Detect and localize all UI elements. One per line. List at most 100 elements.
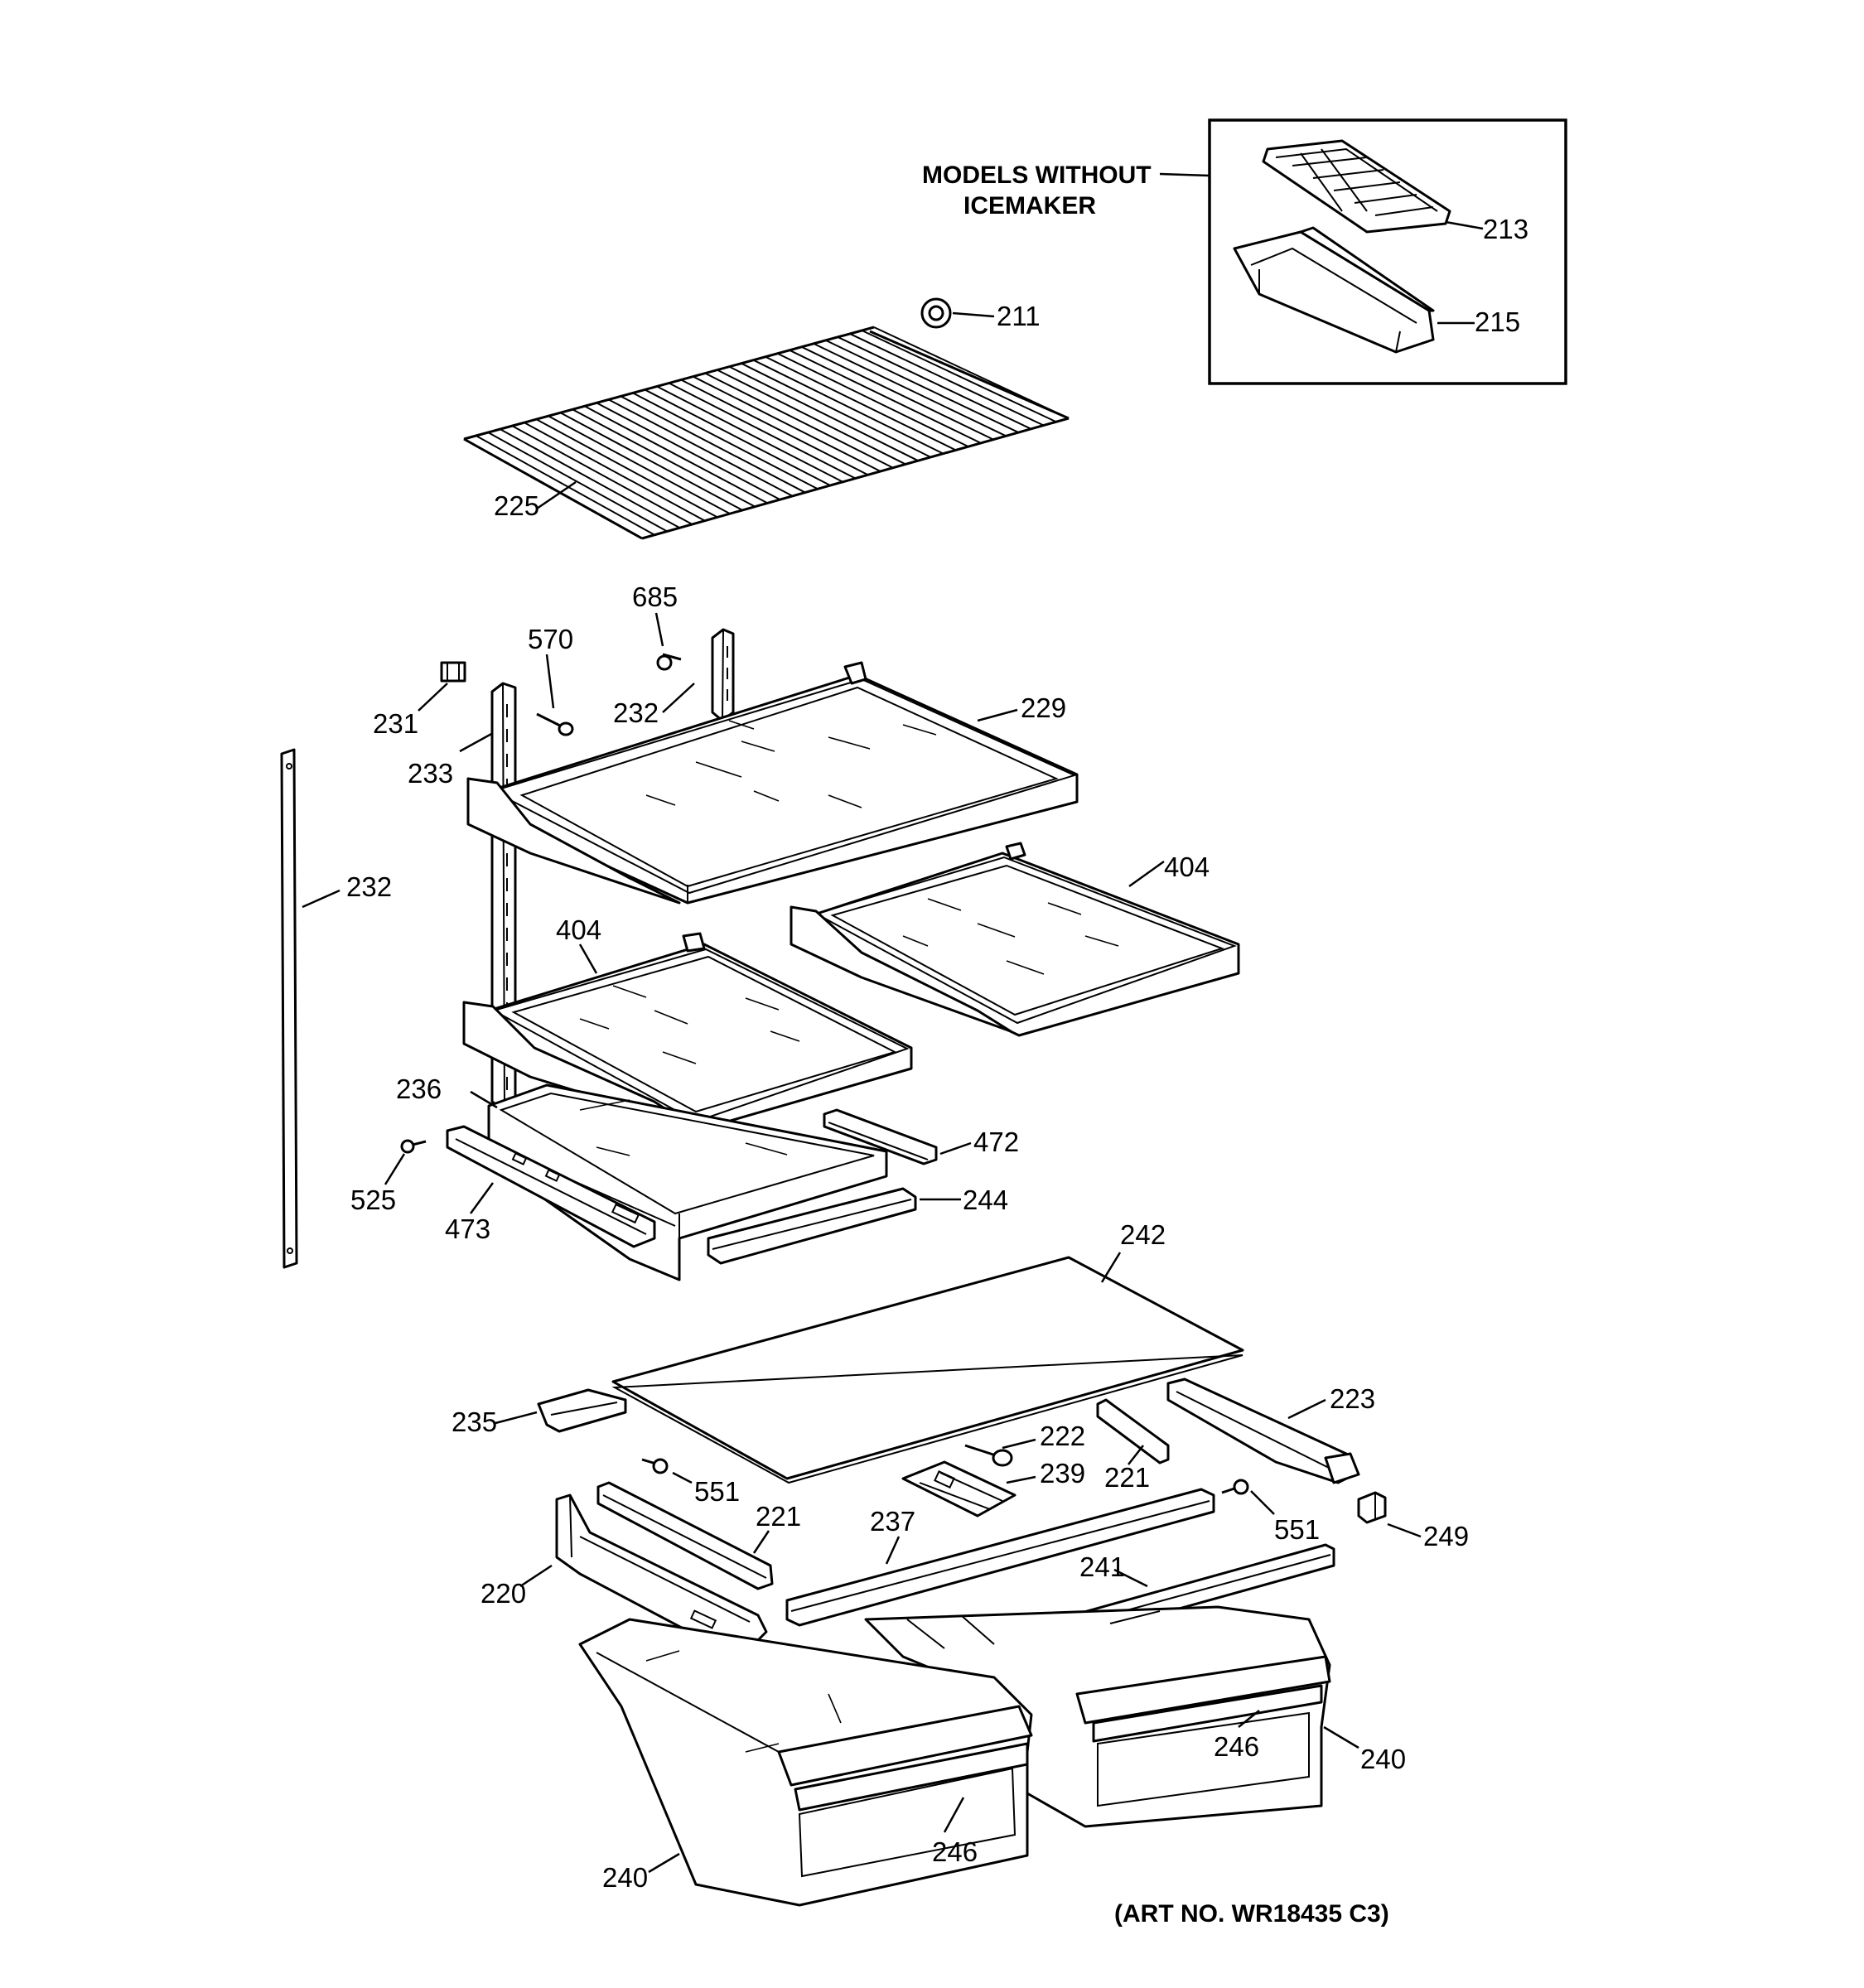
label-685: 685: [632, 581, 678, 612]
shelf-wire: [596, 402, 781, 500]
label-240-right: 240: [1360, 1744, 1406, 1774]
shelf-wire: [777, 352, 969, 448]
cover-front-237: [785, 1488, 1215, 1627]
clip-231: [440, 661, 466, 683]
ice-tray-213: [1262, 139, 1451, 234]
shelf-wire: [559, 412, 743, 511]
screw-570: [536, 712, 574, 736]
leader-525: [384, 1153, 406, 1185]
drawer-236: [487, 1083, 888, 1281]
shelf-wire: [789, 349, 982, 444]
label-235: 235: [452, 1407, 497, 1437]
shelf-wire: [620, 395, 806, 494]
bracket-239: [901, 1460, 1017, 1518]
label-211: 211: [997, 301, 1041, 331]
label-232-top: 232: [613, 697, 659, 728]
wire-shelf-225: [463, 326, 1070, 540]
leader-225: [536, 480, 577, 510]
art-number: (ART NO. WR18435 C3): [1114, 1900, 1389, 1928]
label-473: 473: [445, 1214, 490, 1244]
shelf-wire: [704, 372, 894, 469]
leader-240-left: [648, 1852, 680, 1874]
ice-bin-215: [1233, 226, 1435, 354]
label-249: 249: [1423, 1521, 1469, 1551]
label-215: 215: [1475, 306, 1520, 337]
label-236: 236: [396, 1074, 442, 1104]
inset-title-leader: [1159, 172, 1210, 177]
leader-570: [545, 654, 555, 709]
shelf-wires: [463, 326, 1070, 539]
shelf-wire: [669, 382, 856, 480]
label-220: 220: [480, 1578, 526, 1609]
screw-551-right: [1221, 1479, 1249, 1495]
leader-551-left: [672, 1471, 693, 1484]
label-551-left: 551: [694, 1476, 740, 1507]
label-244: 244: [963, 1185, 1008, 1215]
shelf-wire: [644, 388, 831, 486]
shelf-wire: [572, 408, 756, 508]
label-229: 229: [1021, 692, 1066, 723]
label-237: 237: [870, 1506, 915, 1537]
drawer-handle-244: [707, 1187, 917, 1265]
leader-246-left: [943, 1797, 965, 1833]
label-231: 231: [373, 708, 418, 739]
label-404-left: 404: [556, 914, 601, 945]
screw-551-left: [641, 1458, 669, 1474]
shelf-wire: [463, 438, 643, 539]
leader-404-right: [1128, 860, 1165, 888]
trim-strip-232: [280, 748, 298, 1269]
label-472: 472: [973, 1127, 1019, 1157]
leader-472: [939, 1141, 972, 1156]
shelf-wire: [524, 422, 706, 522]
shelf-wire: [813, 342, 1007, 437]
leader-213: [1445, 220, 1484, 230]
leader-221-right: [1128, 1445, 1144, 1465]
label-240-left: 240: [602, 1862, 648, 1893]
shelf-wire: [535, 418, 718, 519]
label-404-right: 404: [1164, 852, 1210, 882]
label-223: 223: [1330, 1383, 1375, 1414]
clip-249: [1357, 1491, 1387, 1524]
label-246-right: 246: [1214, 1731, 1259, 1762]
shelf-wire: [476, 435, 655, 536]
label-213: 213: [1483, 214, 1528, 244]
shelf-wire: [511, 425, 693, 525]
screw-525: [400, 1139, 427, 1154]
label-525: 525: [350, 1185, 396, 1215]
leader-232-top: [662, 683, 695, 713]
leader-233: [459, 731, 494, 753]
label-221-right: 221: [1104, 1462, 1150, 1493]
leader-551-right: [1250, 1490, 1275, 1515]
leader-223: [1287, 1398, 1326, 1420]
rail-221-left: [596, 1481, 774, 1590]
leader-239: [1006, 1475, 1036, 1484]
shelf-wire: [849, 333, 1045, 427]
leader-241: [1113, 1568, 1148, 1588]
leader-685: [654, 612, 664, 647]
inset-title-line2: ICEMAKER: [963, 192, 1096, 220]
leader-232-left: [302, 889, 340, 909]
leader-221-left: [752, 1530, 770, 1554]
shelf-wire: [825, 339, 1019, 433]
leader-235: [495, 1411, 538, 1425]
label-242: 242: [1120, 1219, 1166, 1250]
leader-240-right: [1323, 1725, 1359, 1749]
shelf-wire: [584, 405, 768, 504]
label-221-left: 221: [756, 1501, 801, 1532]
shelf-wire: [632, 392, 819, 490]
crisper-cover-242: [611, 1256, 1244, 1484]
label-551-right: 551: [1274, 1514, 1320, 1545]
screw-685: [656, 653, 682, 671]
crisper-drawer-240-right: [864, 1605, 1331, 1828]
label-233: 233: [408, 758, 453, 789]
shelf-wire: [801, 345, 994, 441]
inset-models-without-icemaker: MODELS WITHOUT ICEMAKER 213 215: [922, 118, 1567, 385]
shelf-wire: [752, 359, 944, 455]
label-246-left: 246: [932, 1836, 978, 1867]
label-232-left: 232: [346, 871, 392, 902]
shelf-wire: [717, 369, 906, 466]
shelf-wire: [487, 432, 668, 533]
glass-shelf-404-right: [790, 842, 1240, 1037]
leader-249: [1387, 1522, 1422, 1538]
